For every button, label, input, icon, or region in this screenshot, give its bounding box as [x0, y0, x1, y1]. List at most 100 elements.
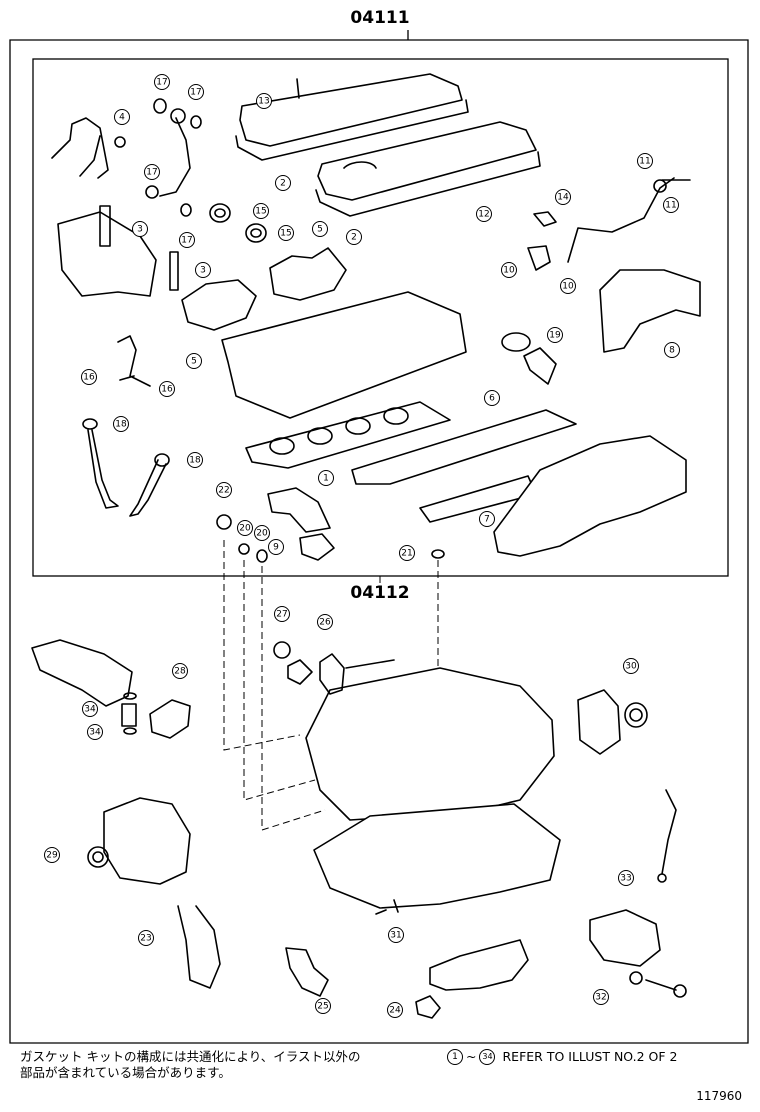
callout-label: 7	[484, 515, 490, 525]
callout-17: 17	[144, 164, 160, 180]
pipe-11	[567, 177, 675, 263]
callout-11: 11	[637, 153, 653, 169]
callout-label: 34	[84, 705, 96, 715]
drain-plug-31	[375, 899, 399, 915]
gasket-28	[149, 699, 191, 739]
callout-17: 17	[188, 84, 204, 100]
o-ring-20a	[238, 543, 250, 555]
air-duct-left	[31, 639, 133, 707]
water-outlet	[523, 347, 557, 385]
pipe-left	[51, 117, 109, 179]
callout-1: 1	[318, 470, 334, 486]
intake-manifold	[493, 435, 687, 557]
thermostat-10	[527, 245, 551, 271]
callout-24: 24	[387, 1002, 403, 1018]
code-04111: 04111	[350, 8, 409, 28]
gasket-5a	[269, 247, 347, 301]
refer-tilde: ~	[466, 1049, 477, 1064]
callout-3: 3	[132, 221, 148, 237]
callout-10: 10	[560, 278, 576, 294]
valve-a	[87, 429, 119, 509]
callout-3: 3	[195, 262, 211, 278]
water-inlet-9	[267, 487, 331, 533]
strainer-24	[429, 939, 529, 991]
bolt-32	[645, 979, 677, 991]
callout-label: 21	[401, 549, 412, 559]
callout-label: 9	[273, 543, 279, 553]
callout-label: 33	[620, 874, 631, 884]
o-ring-22	[216, 514, 232, 530]
head-gasket-1	[245, 401, 451, 469]
code-04112: 04112	[350, 583, 409, 603]
callout-label: 15	[255, 207, 266, 217]
refer-text: REFER TO ILLUST NO.2 OF 2	[502, 1049, 678, 1064]
callout-label: 16	[161, 385, 173, 395]
callout-10: 10	[501, 262, 517, 278]
note-line-1: ガスケット キットの構成には共通化により、イラスト以外の	[20, 1049, 361, 1064]
callout-label: 18	[189, 456, 201, 466]
refer-from-circle: 1	[447, 1049, 463, 1065]
callout-label: 2	[280, 179, 286, 189]
water-pump-front	[103, 797, 191, 885]
callout-label: 25	[317, 1002, 328, 1012]
note-japanese: ガスケット キットの構成には共通化により、イラスト以外の 部品が含まれている場合…	[20, 1049, 440, 1081]
callout-label: 17	[190, 88, 201, 98]
oil-seal-15b	[245, 223, 267, 243]
callout-6: 6	[484, 390, 500, 406]
callout-label: 34	[89, 728, 101, 738]
callout-label: 19	[549, 331, 561, 341]
callout-20: 20	[237, 520, 253, 536]
callout-label: 29	[46, 851, 58, 861]
callout-label: 20	[256, 529, 268, 539]
callout-20: 20	[254, 525, 270, 541]
oil-seal-29	[87, 846, 109, 868]
figure-number: 117960	[696, 1089, 742, 1103]
callout-13: 13	[256, 93, 272, 109]
gasket-27	[273, 641, 291, 659]
callout-4: 4	[114, 109, 130, 125]
gasket-19	[501, 332, 531, 352]
gasket-9	[299, 533, 335, 561]
callout-15: 15	[253, 203, 269, 219]
callout-5: 5	[312, 221, 328, 237]
callout-label: 8	[669, 346, 675, 356]
plate-3a	[99, 205, 111, 247]
callout-5: 5	[186, 353, 202, 369]
callout-17: 17	[179, 232, 195, 248]
callout-label: 2	[351, 233, 357, 243]
callout-14: 14	[555, 189, 571, 205]
oil-pan	[313, 803, 561, 909]
callout-32: 32	[593, 989, 609, 1005]
callout-27: 27	[274, 606, 290, 622]
water-pump-27	[287, 659, 313, 685]
callout-label: 13	[258, 97, 269, 107]
callout-label: 12	[478, 210, 489, 220]
callout-22: 22	[216, 482, 232, 498]
callout-34: 34	[87, 724, 103, 740]
callout-label: 28	[174, 667, 186, 677]
callout-29: 29	[44, 847, 60, 863]
callout-label: 22	[218, 486, 229, 496]
callout-label: 23	[140, 934, 151, 944]
callout-26: 26	[317, 614, 333, 630]
gasket-5b	[181, 279, 257, 331]
o-ring-21	[431, 549, 445, 559]
callout-2: 2	[275, 175, 291, 191]
callout-label: 20	[239, 524, 251, 534]
callout-label: 30	[625, 662, 637, 672]
callout-34: 34	[82, 701, 98, 717]
callout-18: 18	[187, 452, 203, 468]
callout-28: 28	[172, 663, 188, 679]
callout-label: 14	[557, 193, 569, 203]
outer-frame	[9, 30, 749, 1044]
callout-label: 11	[665, 201, 676, 211]
callout-label: 4	[119, 113, 125, 123]
callout-label: 17	[156, 78, 167, 88]
callout-16: 16	[159, 381, 175, 397]
pipe-17	[159, 117, 191, 197]
shaft-26	[345, 659, 395, 669]
valve-b	[129, 459, 167, 517]
water-outlet-32	[589, 909, 661, 967]
gasket-24	[415, 995, 441, 1019]
callout-label: 5	[191, 357, 197, 367]
